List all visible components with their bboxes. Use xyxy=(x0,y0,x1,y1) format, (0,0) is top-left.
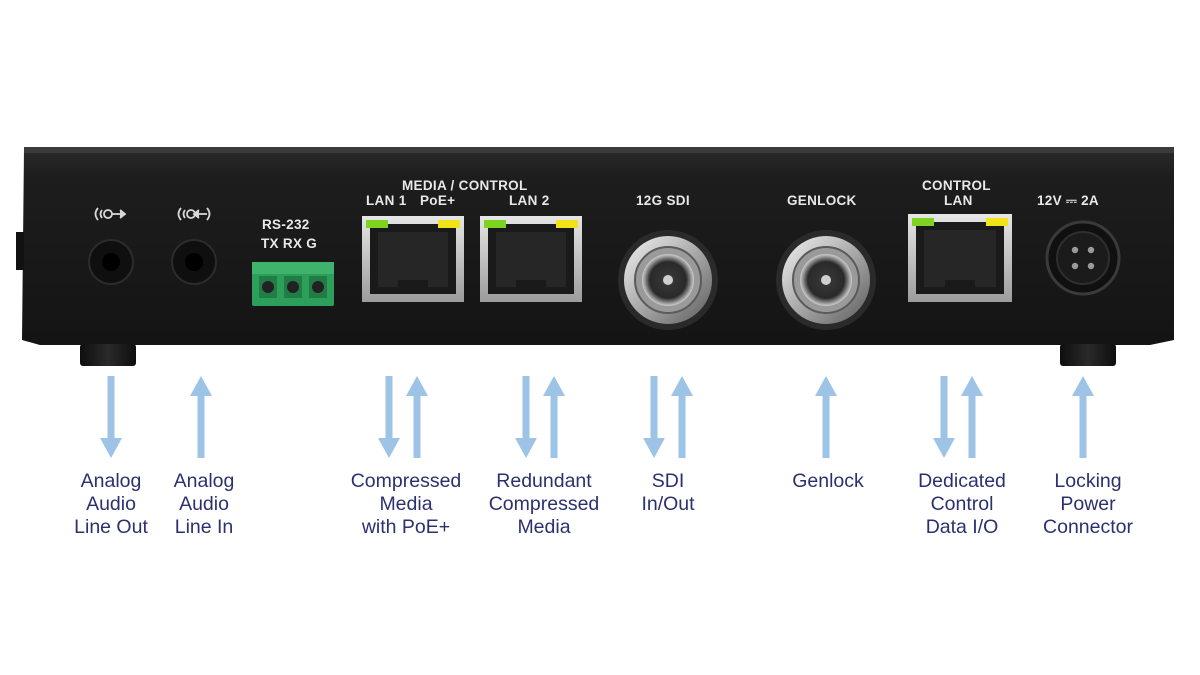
arrow-down-icon xyxy=(100,376,122,458)
caption-line: Media xyxy=(379,493,433,515)
caption-line: Dedicated xyxy=(918,470,1006,492)
power-connector xyxy=(1045,220,1121,296)
audio-out-jack xyxy=(88,239,134,285)
foot-left xyxy=(80,344,136,366)
caption-audio-in: Analog Audio Line In xyxy=(154,470,254,539)
caption-audio-out: Analog Audio Line Out xyxy=(61,470,161,539)
caption-line: Line Out xyxy=(74,516,148,538)
arrow-up-icon xyxy=(543,376,565,458)
caption-line: Redundant xyxy=(496,470,592,492)
callout-arrows xyxy=(100,376,1094,458)
lan2-port xyxy=(480,216,582,302)
caption-compressed-media: Compressed Media with PoE+ xyxy=(336,470,476,539)
caption-line: In/Out xyxy=(641,493,695,515)
genlock-label: GENLOCK xyxy=(787,193,857,208)
rs232-pins-label: TX RX G xyxy=(261,236,318,251)
audio-in-jack xyxy=(171,239,217,285)
caption-line: Compressed xyxy=(488,493,600,515)
control-lan-label: LAN xyxy=(944,193,973,208)
arrow-up-icon xyxy=(815,376,837,458)
chassis-top-edge xyxy=(24,147,1174,153)
media-control-label: MEDIA / CONTROL xyxy=(402,178,528,193)
arrow-up-icon xyxy=(671,376,693,458)
power-rating-label: 12V ⎓ 2A xyxy=(1037,193,1099,208)
arrow-down-icon xyxy=(643,376,665,458)
genlock-bnc-connector xyxy=(776,230,876,330)
control-lan-port xyxy=(908,214,1012,302)
caption-line: Analog xyxy=(80,470,142,492)
caption-line: Analog xyxy=(173,470,235,492)
sdi-bnc-connector xyxy=(618,230,718,330)
caption-line: Data I/O xyxy=(925,516,999,538)
rs232-label: RS-232 xyxy=(262,217,310,232)
lan2-label: LAN 2 xyxy=(509,193,550,208)
caption-line: with PoE+ xyxy=(361,516,451,538)
arrow-up-icon xyxy=(1072,376,1094,458)
control-label: CONTROL xyxy=(922,178,991,193)
caption-line: Power xyxy=(1060,493,1116,515)
caption-line: Locking xyxy=(1054,470,1122,492)
caption-line: Control xyxy=(930,493,994,515)
foot-right xyxy=(1060,344,1116,366)
rs232-terminal-block xyxy=(252,262,334,306)
caption-sdi: SDI In/Out xyxy=(618,470,718,516)
arrow-down-icon xyxy=(515,376,537,458)
poe-label: PoE+ xyxy=(420,193,456,208)
lan1-label: LAN 1 xyxy=(366,193,407,208)
sdi-label: 12G SDI xyxy=(636,193,690,208)
caption-line: Line In xyxy=(174,516,234,538)
caption-power: Locking Power Connector xyxy=(1026,470,1150,539)
caption-genlock: Genlock xyxy=(776,470,880,493)
caption-line: Audio xyxy=(179,493,229,515)
caption-control-data: Dedicated Control Data I/O xyxy=(902,470,1022,539)
lan1-port xyxy=(362,216,464,302)
caption-line: SDI xyxy=(651,470,685,492)
caption-line: Connector xyxy=(1043,516,1133,538)
arrow-up-icon xyxy=(190,376,212,458)
caption-line: Audio xyxy=(86,493,136,515)
caption-line: Media xyxy=(517,516,571,538)
caption-line: Compressed xyxy=(350,470,462,492)
arrow-up-icon xyxy=(406,376,428,458)
audio-line-in-icon xyxy=(177,207,211,221)
chassis-side-tab xyxy=(16,232,24,270)
arrow-down-icon xyxy=(378,376,400,458)
caption-line: Genlock xyxy=(792,470,864,492)
caption-redundant-media: Redundant Compressed Media xyxy=(474,470,614,539)
arrow-up-icon xyxy=(961,376,983,458)
arrow-down-icon xyxy=(933,376,955,458)
audio-line-out-icon xyxy=(94,207,127,221)
